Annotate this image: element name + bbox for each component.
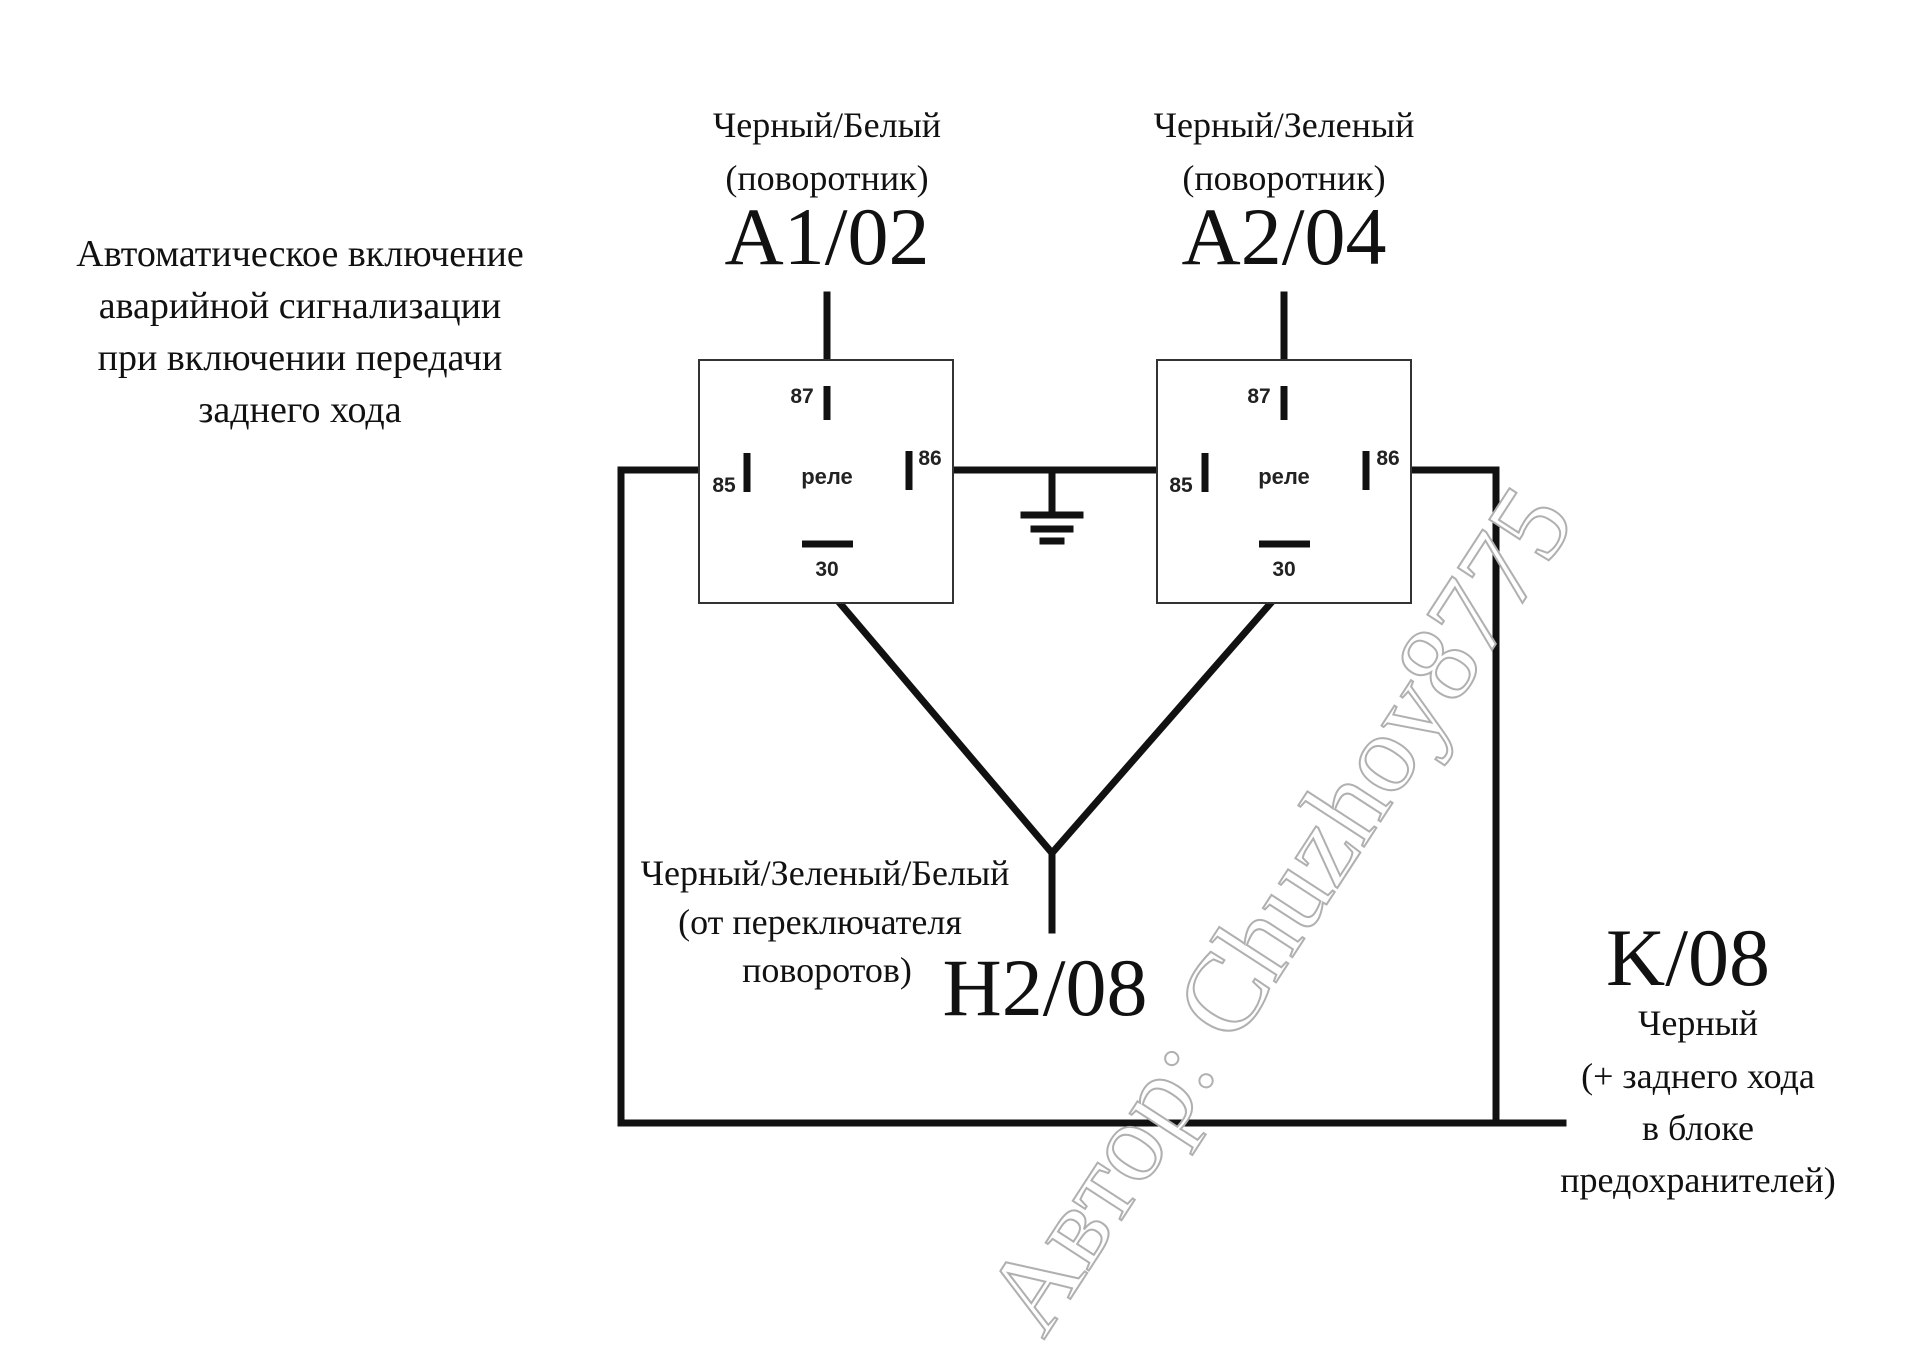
relay2-pin85-label: 85 [1169,474,1193,497]
relay1-label: реле [801,464,853,489]
relay1-pin86-label: 86 [918,447,941,470]
title-line-4: заднего хода [198,389,401,431]
relay2-wire-color: Черный/Зеленый [1154,105,1415,145]
relay1-wire-color: Черный/Белый [713,105,941,145]
relay2-pin86-label: 86 [1376,447,1399,470]
switch-input-line-3: поворотов) [742,950,912,990]
relay2-label: реле [1258,464,1310,489]
wire-relay2-86 [1406,466,1500,1127]
switch-input-label: Черный/Зеленый/Белый (от переключателя п… [641,853,1148,1033]
relay2-pin87-label: 87 [1247,385,1270,408]
relay1-connector-code: A1/02 [725,191,930,282]
title-line-2: аварийной сигнализации [99,285,502,327]
relay1-pin87-label: 87 [790,385,813,408]
reverse-input-line-3: в блоке [1642,1108,1754,1148]
reverse-input-line-2: (+ заднего хода [1581,1056,1815,1096]
relay2-output-label: Черный/Зеленый (поворотник) A2/04 [1154,105,1415,282]
switch-input-line-2: (от переключателя [678,902,962,942]
title-line-3: при включении передачи [98,337,503,379]
wire-relay1-85 [617,466,707,1127]
relay-1: 87 85 86 30 реле [698,359,954,604]
switch-input-code: H2/08 [943,942,1148,1033]
relay-2: 87 85 86 30 реле [1156,359,1412,604]
relay1-pin85-label: 85 [712,474,736,497]
relay1-pin30-label: 30 [815,558,838,581]
title-line-1: Автоматическое включение [76,233,523,275]
wire-pin30-join [822,583,1289,859]
relay1-wire-note: (поворотник) [725,158,928,198]
reverse-input-label: K/08 Черный (+ заднего хода в блоке пред… [1560,912,1836,1200]
relay1-output-label: Черный/Белый (поворотник) A1/02 [713,105,941,282]
reverse-input-code: K/08 [1606,912,1770,1003]
reverse-input-line-1: Черный [1638,1003,1758,1043]
switch-input-line-1: Черный/Зеленый/Белый [641,853,1010,893]
relay2-pin30-label: 30 [1272,558,1295,581]
ground-icon [1020,466,1084,545]
reverse-input-line-4: предохранителей) [1560,1160,1836,1200]
diagram-title: Автоматическое включение аварийной сигна… [76,233,523,431]
wires [617,291,1567,1127]
relay2-connector-code: A2/04 [1182,191,1387,282]
relay2-wire-note: (поворотник) [1182,158,1385,198]
